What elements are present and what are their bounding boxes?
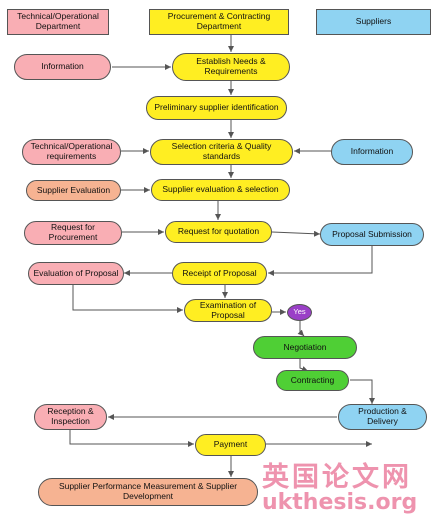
header-suppliers: Suppliers (316, 9, 431, 35)
node-supplier-performance: Supplier Performance Measurement & Suppl… (38, 478, 258, 506)
node-preliminary-identification: Preliminary supplier identification (146, 96, 287, 120)
arrow-submission-to-receipt (268, 246, 373, 276)
node-yes: Yes (287, 304, 312, 321)
node-information-right: Information (331, 139, 413, 165)
arrow-reception-to-payment (69, 430, 194, 447)
node-selection-criteria: Selection criteria & Quality standards (150, 139, 293, 165)
node-reception-inspection: Reception & Inspection (34, 404, 107, 430)
node-supplier-evaluation: Supplier Evaluation (26, 180, 121, 201)
node-examination-proposal: Examination of Proposal (184, 299, 272, 322)
node-request-quotation: Request for quotation (165, 221, 272, 243)
node-production-delivery: Production & Delivery (338, 404, 427, 430)
node-request-procurement: Request for Procurement (24, 221, 122, 245)
node-information-left: Information (14, 54, 111, 80)
node-proposal-submission: Proposal Submission (320, 223, 424, 246)
header-technical-department: Technical/Operational Department (7, 9, 109, 35)
node-supplier-eval-selection: Supplier evaluation & selection (151, 179, 290, 201)
header-procurement-department: Procurement & Contracting Department (149, 9, 289, 35)
node-contracting: Contracting (276, 370, 349, 391)
node-payment: Payment (195, 434, 266, 456)
arrow-evaluation-to-examination (72, 285, 183, 313)
arrow-quotation-to-submission (271, 230, 321, 237)
watermark-chinese: 英国论文网 (262, 462, 412, 493)
arrow-contracting-to-production (350, 379, 375, 404)
arrow-yes-to-negotiation (297, 320, 305, 337)
node-negotiation: Negotiation (253, 336, 357, 359)
node-technical-requirements: Technical/Operational requirements (22, 139, 121, 165)
watermark-url: ukthesis.org (262, 490, 418, 515)
node-establish-needs: Establish Needs & Requirements (172, 53, 290, 81)
node-receipt-proposal: Receipt of Proposal (172, 262, 267, 285)
node-evaluation-proposal: Evaluation of Proposal (28, 262, 124, 285)
